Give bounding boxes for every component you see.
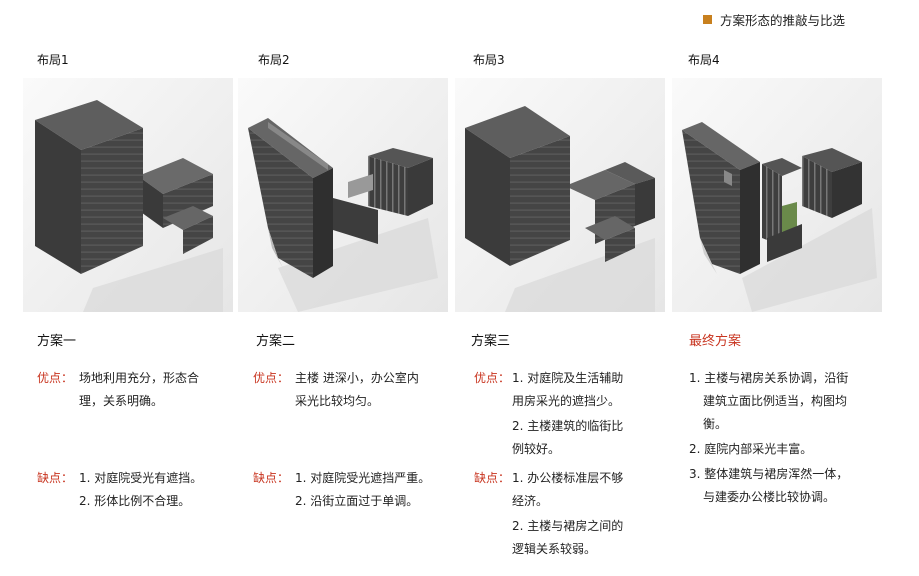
final-line: 与建委办公楼比较协调。: [703, 490, 836, 504]
final-line: 3. 整体建筑与裙房浑然一体，: [689, 467, 849, 481]
cons-line: 逻辑关系较弱。: [512, 542, 597, 556]
final-line: 建筑立面比例适当，构图均: [703, 394, 848, 408]
layout-label-2: 布局2: [258, 53, 290, 67]
pros-line: 2. 主楼建筑的临街比: [512, 419, 624, 433]
header: 方案形态的推敲与比选: [703, 10, 845, 29]
pros-item: 2. 主楼建筑的临街比 例较好。: [512, 415, 623, 461]
scheme-title-final: 最终方案: [689, 334, 742, 349]
pros-tag: 优点：: [37, 371, 74, 385]
layout-label-4: 布局4: [688, 53, 720, 67]
final-item: 1. 主楼与裙房关系协调，沿街 建筑立面比例适当，构图均 衡。: [689, 367, 848, 436]
final-line: 2. 庭院内部采光丰富。: [689, 442, 813, 456]
cons-tag: 缺点：: [37, 471, 74, 485]
massing-render-4: [672, 78, 882, 312]
pros-line: 例较好。: [512, 442, 561, 456]
cons-line: 1. 对庭院受光有遮挡。: [79, 471, 203, 485]
massing-render-1: [23, 78, 233, 312]
massing-render-2: [238, 78, 448, 312]
cons-line: 1. 对庭院受光遮挡严重。: [295, 471, 431, 485]
pros-line: 理，关系明确。: [79, 394, 164, 408]
cons-line: 经济。: [512, 494, 549, 508]
massing-render-3: [455, 78, 665, 312]
layout-label-1: 布局1: [37, 53, 69, 67]
cons-tag: 缺点：: [253, 471, 290, 485]
header-title: 方案形态的推敲与比选: [720, 13, 846, 28]
cons-tag: 缺点：: [474, 471, 511, 485]
pros-line: 采光比较均匀。: [295, 394, 380, 408]
final-line: 1. 主楼与裙房关系协调，沿街: [689, 371, 849, 385]
pros-line: 用房采光的遮挡少。: [512, 394, 621, 408]
layout-label-3: 布局3: [473, 53, 505, 67]
header-marker-icon: [703, 15, 712, 24]
cons-item: 1. 办公楼标准层不够 经济。: [512, 467, 623, 513]
pros-line: 场地利用充分，形态合: [79, 371, 200, 385]
cons-line: 2. 形体比例不合理。: [79, 494, 191, 508]
scheme-title-3: 方案三: [471, 334, 511, 349]
cons-item: 2. 主楼与裙房之间的 逻辑关系较弱。: [512, 515, 623, 561]
pros-item: 1. 对庭院及生活辅助 用房采光的遮挡少。: [512, 367, 623, 413]
pros-line: 1. 对庭院及生活辅助: [512, 371, 624, 385]
cons-line: 1. 办公楼标准层不够: [512, 471, 624, 485]
pros-tag: 优点：: [253, 371, 290, 385]
cons-line: 2. 沿街立面过于单调。: [295, 494, 419, 508]
scheme-title-2: 方案二: [256, 334, 296, 349]
final-item: 3. 整体建筑与裙房浑然一体， 与建委办公楼比较协调。: [689, 463, 848, 509]
cons-line: 2. 主楼与裙房之间的: [512, 519, 624, 533]
final-line: 衡。: [703, 417, 728, 431]
pros-line: 主楼 进深小，办公室内: [295, 371, 419, 385]
final-item: 2. 庭院内部采光丰富。: [689, 438, 848, 461]
scheme-title-1: 方案一: [37, 334, 77, 349]
pros-tag: 优点：: [474, 371, 511, 385]
